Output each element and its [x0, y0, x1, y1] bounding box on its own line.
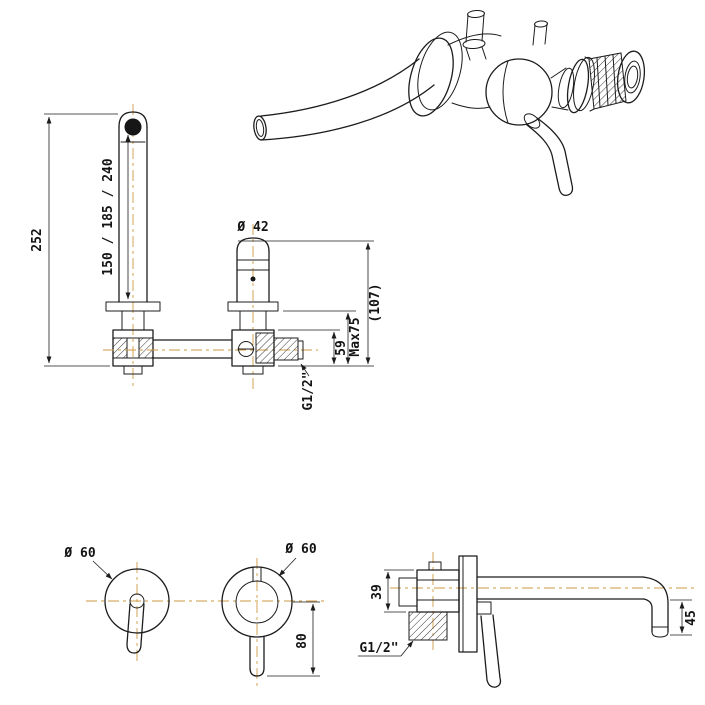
handle-hub [129, 593, 145, 609]
mixer-body [485, 58, 553, 126]
body-bottom-edge [451, 102, 491, 109]
dim-reference-height-label: (107) [368, 283, 383, 322]
spout-bottom-edge [260, 84, 435, 141]
stem-edge [481, 13, 485, 42]
neck-edge [550, 67, 567, 79]
handle-lever-front [126, 603, 145, 654]
valve-outline [231, 329, 275, 367]
screw-cap [534, 20, 548, 28]
spout-elbow-inner [643, 598, 653, 633]
dim-max-wall-label: Max75 [348, 317, 363, 356]
dim-left-escutcheon-label: Ø 60 [63, 546, 95, 561]
dim-valve-to-bottom-label: 59 [334, 340, 349, 356]
body-top-edge [447, 33, 502, 46]
nipple-edge [584, 56, 590, 60]
stem-connector [465, 47, 471, 61]
fitting-cap [297, 340, 304, 360]
spout-lever-front [249, 636, 265, 677]
wall-flange-front [408, 37, 454, 117]
handle-escutcheon [104, 568, 170, 634]
hatch-area [112, 337, 128, 359]
threaded-nipple [588, 52, 627, 110]
leader-line [278, 557, 297, 577]
nipple-edge [589, 108, 595, 112]
dim-overall-height: 252 [30, 113, 118, 367]
handle-lever [526, 117, 574, 196]
spout-front [235, 580, 279, 624]
thread-line [596, 57, 601, 108]
dim-spout-drop-label: 45 [684, 610, 699, 626]
spout-escutcheon [221, 566, 293, 638]
spout-escutcheon [105, 301, 161, 312]
valve-left-cap [398, 577, 418, 607]
leader-line [300, 363, 310, 377]
handle-joint [523, 113, 541, 129]
dim-cartridge-diameter-label: Ø 42 [236, 220, 268, 235]
spout-side: 150 / 185 / 240 [101, 104, 161, 390]
dim-valve-height-label: 39 [370, 584, 385, 600]
stem-edge [465, 14, 469, 43]
view-installed-side: 39 G1/2" 45 [358, 552, 699, 688]
hatch-area [138, 337, 154, 359]
wall-flange-back [417, 31, 463, 111]
dim-spout-lengths-label: 150 / 185 / 240 [101, 158, 116, 276]
handle-pivot [476, 601, 492, 615]
leader-line [92, 560, 113, 580]
end-nut [616, 50, 646, 104]
spout-cap [118, 111, 148, 128]
dim-thread-label: G1/2" [301, 371, 316, 410]
set-screw-dot [250, 276, 256, 282]
spout-opening-inner [255, 119, 265, 137]
spout-outlet-dot [124, 118, 142, 136]
cartridge-flange [227, 301, 279, 312]
stem-flange [462, 38, 486, 50]
flange-ellipse [566, 58, 590, 114]
inlet-thread-block [408, 611, 448, 641]
view-perspective [253, 9, 646, 196]
neck-edge [551, 106, 569, 111]
right-dimensions: 59 Max75 (107) G1/2" [238, 240, 383, 411]
hatch-area [255, 332, 275, 364]
cartridge-dome [236, 237, 270, 252]
valve-screw [428, 561, 442, 571]
leader-line [400, 640, 414, 657]
stem-cap [467, 9, 485, 19]
dim-overall-height-label: 252 [30, 228, 45, 251]
thread-bore-inner [626, 65, 639, 89]
dim-right-escutcheon-label: Ø 60 [284, 542, 316, 557]
thread-fitting [273, 337, 299, 361]
handle-lever-side [480, 614, 502, 688]
spout-top-edge [260, 58, 420, 117]
spout-elbow-outer [642, 576, 669, 633]
thread-line [612, 54, 617, 104]
dim-handle-drop-label: 80 [295, 633, 310, 649]
neck-ellipse [557, 67, 575, 109]
wall-elbow-body [112, 329, 154, 375]
screw-edge [532, 24, 536, 46]
thread-line [604, 55, 609, 106]
view-side-elevation: 252 150 / 185 / 240 [30, 104, 383, 411]
mixer-cartridge: Ø 42 [227, 220, 304, 390]
dim-inlet-thread-label: G1/2" [359, 641, 398, 656]
thread-bore [624, 60, 641, 94]
mixer-body-seam [502, 60, 509, 124]
view-front: Ø 60 Ø 60 80 [63, 542, 324, 690]
spout-outlet [651, 631, 669, 638]
screw-edge [544, 23, 548, 45]
stem-connector [481, 46, 487, 60]
